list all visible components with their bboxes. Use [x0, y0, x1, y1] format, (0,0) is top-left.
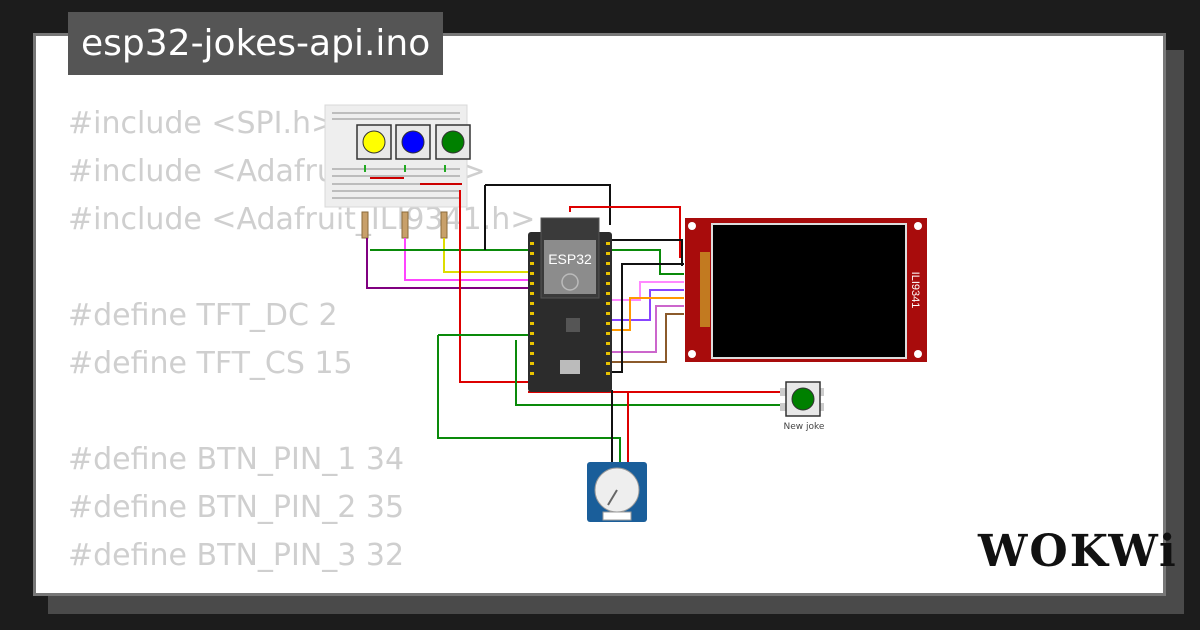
code-line: #define BTN_PIN_3 32 — [68, 538, 405, 573]
new-joke-button-cap — [791, 387, 815, 411]
display-label: ILI9341 — [909, 272, 921, 309]
file-title: esp32-jokes-api.ino — [68, 12, 444, 75]
pushbutton-yellow[interactable] — [356, 124, 392, 160]
wokwi-logo: WOKWi — [978, 526, 1178, 577]
esp32-label: ESP32 — [548, 251, 592, 267]
pushbutton-green[interactable] — [435, 124, 471, 160]
esp32-board[interactable]: ESP32 — [528, 217, 612, 392]
ili9341-display[interactable]: ILI9341 — [685, 218, 927, 362]
new-joke-label: New joke — [784, 422, 825, 432]
button-cap — [441, 130, 465, 154]
button-cap — [362, 130, 386, 154]
potentiometer[interactable] — [587, 462, 647, 522]
pushbutton-blue[interactable] — [395, 124, 431, 160]
button-cap — [401, 130, 425, 154]
resistors — [361, 211, 448, 239]
wires — [366, 184, 780, 462]
new-joke-button[interactable]: New joke — [780, 381, 825, 432]
code-line: #define BTN_PIN_2 35 — [68, 490, 405, 525]
code-line: #define TFT_DC 2 — [68, 298, 338, 333]
code-line: #define TFT_CS 15 — [68, 346, 353, 381]
code-line: #define BTN_PIN_1 34 — [68, 442, 405, 477]
code-line: #include <Adafruit_ILI9341.h> — [68, 202, 536, 237]
code-line: #include <SPI.h> — [68, 106, 337, 141]
